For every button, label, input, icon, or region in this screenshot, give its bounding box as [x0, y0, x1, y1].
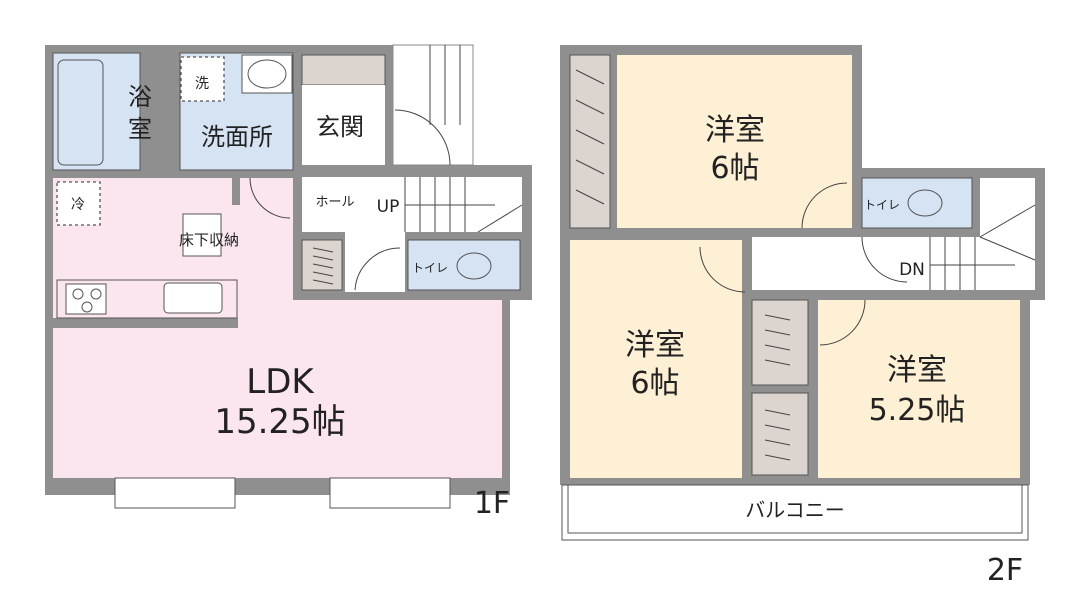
closet-2f	[751, 299, 809, 386]
room-left-label: 洋室	[625, 328, 685, 363]
shoe-closet	[301, 54, 386, 86]
closet-2f	[569, 54, 611, 229]
western-room-right	[818, 300, 1020, 478]
stove	[65, 283, 107, 315]
entrance	[302, 85, 385, 165]
fridge-space	[56, 181, 101, 226]
balcony-label: バルコニー	[745, 498, 845, 522]
ldk-size: 15.25帖	[214, 402, 345, 442]
washer-label: 洗	[195, 76, 209, 92]
window	[329, 477, 451, 509]
ldk-label: LDK	[246, 362, 315, 402]
closet-2f	[751, 392, 809, 476]
stairs-up	[404, 177, 523, 233]
floor-1-label: 1F	[474, 486, 510, 521]
room-top-size: 6帖	[710, 151, 759, 186]
stairs-up-label: UP	[377, 197, 400, 217]
kitchen-sink	[163, 282, 223, 314]
entrance-label: 玄関	[316, 113, 364, 141]
bath-label: 浴	[128, 83, 152, 111]
floor-2: 洋室 6帖 洋室 6帖 洋室 5.25帖 トイレ DN バルコニー 2F	[560, 45, 1045, 588]
washer-space	[180, 56, 225, 102]
stairs-down-label: DN	[899, 260, 925, 280]
room-right-label: 洋室	[887, 353, 947, 388]
room-left-size: 6帖	[630, 366, 679, 401]
floor-1: 浴 室 洗面所 玄関 洗 冷 ホール UP 床下収納 トイレ LDK 15.25…	[45, 44, 532, 521]
hall-label: ホール	[315, 195, 354, 210]
stairs-down-lines	[929, 204, 1036, 290]
porch	[392, 44, 474, 166]
hall-2f	[752, 237, 1035, 290]
underfloor-storage-label: 床下収納	[179, 231, 239, 249]
bath-label: 室	[128, 115, 152, 143]
toilet-2f-label: トイレ	[864, 198, 900, 212]
washroom-label: 洗面所	[201, 123, 273, 151]
floor-2-label: 2F	[987, 553, 1023, 588]
toilet-label: トイレ	[412, 261, 448, 275]
room-top-label: 洋室	[705, 113, 765, 148]
toilet-1f	[407, 239, 521, 291]
bathtub	[57, 59, 104, 166]
toilet-2f	[861, 177, 973, 229]
underfloor-hatch	[182, 213, 222, 257]
window	[114, 477, 236, 509]
room-right-size: 5.25帖	[869, 393, 966, 428]
hall-closet	[301, 239, 343, 291]
fridge-label: 冷	[71, 197, 85, 213]
